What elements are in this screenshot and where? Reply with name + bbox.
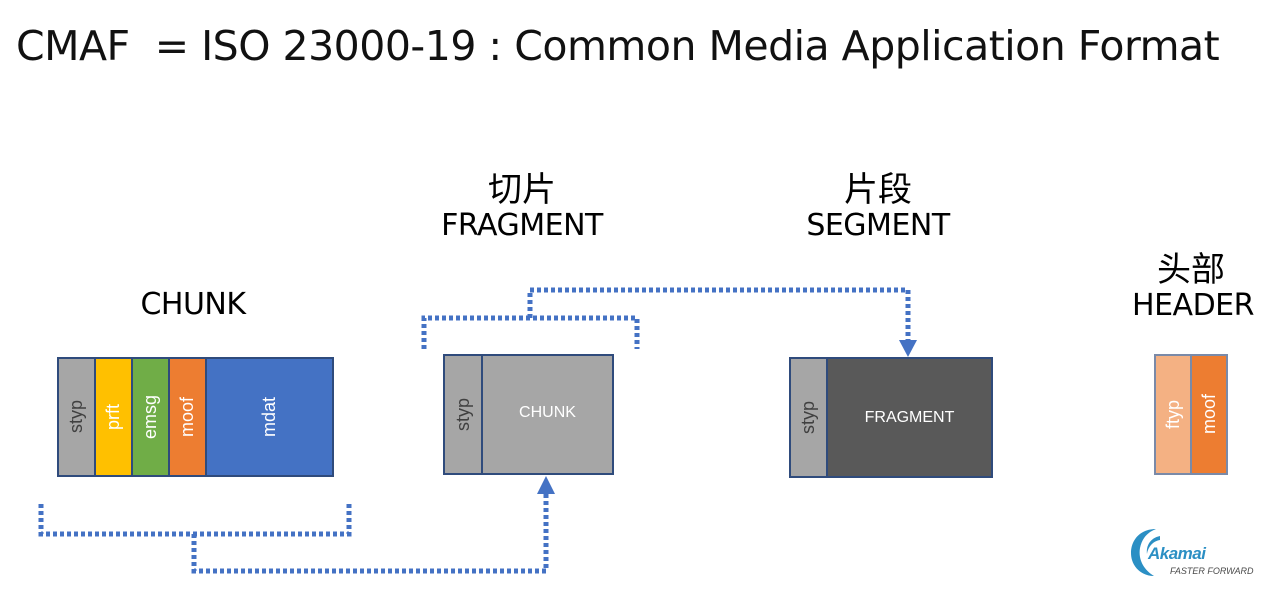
chunk-box-mdat: mdat xyxy=(205,357,334,477)
fragment-label: FRAGMENT xyxy=(441,208,603,243)
segment-box-fragment: FRAGMENT xyxy=(826,357,993,478)
fragment-box-styp: styp xyxy=(443,354,483,475)
segment-box-fragment-label: FRAGMENT xyxy=(864,408,955,426)
arrowhead-down xyxy=(899,340,917,357)
chunk-box-styp: styp xyxy=(57,357,96,477)
chunk-brace xyxy=(38,504,352,537)
chunk-box-emsg: emsg xyxy=(131,357,170,477)
fragment-label-zh: 切片 xyxy=(488,170,556,210)
akamai-tagline: FASTER FORWARD xyxy=(1170,566,1254,576)
segment-label-zh: 片段 xyxy=(844,170,912,210)
fragment-to-segment-connector xyxy=(527,287,911,341)
header-label-zh: 头部 xyxy=(1157,250,1225,290)
akamai-logo: Akamai FASTER FORWARD xyxy=(1126,526,1256,578)
chunk-label: CHUNK xyxy=(140,287,246,322)
akamai-wave-icon xyxy=(1131,529,1160,576)
arrowhead-up xyxy=(537,476,555,494)
header-box-moof: moof xyxy=(1190,354,1228,475)
slide-title: CMAF = ISO 23000-19 : Common Media Appli… xyxy=(16,22,1220,70)
akamai-wordmark: Akamai xyxy=(1148,544,1206,563)
fragment-box-chunk: CHUNK xyxy=(481,354,614,475)
fragment-brace xyxy=(421,315,640,349)
header-label: HEADER xyxy=(1132,288,1254,323)
segment-label: SEGMENT xyxy=(806,208,950,243)
fragment-box-chunk-label: CHUNK xyxy=(519,404,576,421)
chunk-to-fragment-connector xyxy=(191,494,549,574)
header-box-ftyp: ftyp xyxy=(1154,354,1192,475)
